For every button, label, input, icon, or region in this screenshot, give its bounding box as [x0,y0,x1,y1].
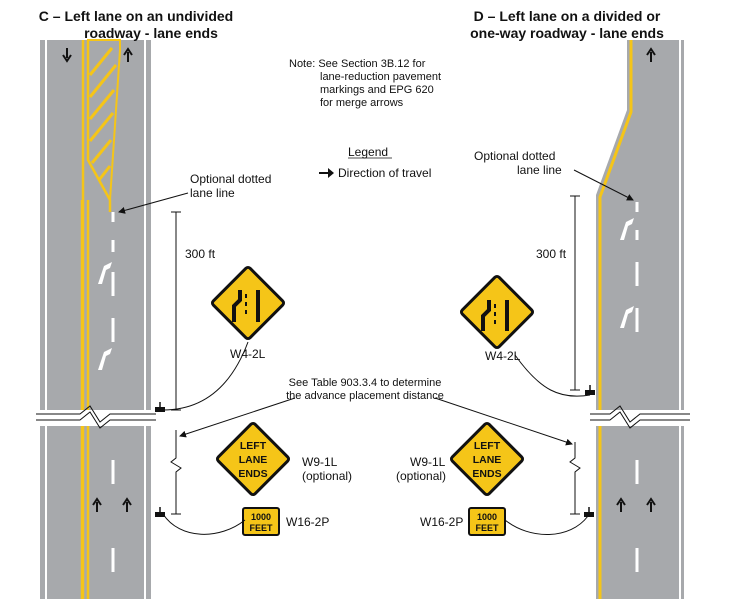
legend: Legend Direction of travel [319,145,431,180]
placement-note-line2: the advance placement distance [286,390,444,402]
right-panel-title-line2: one-way roadway - lane ends [470,25,664,41]
left-callout-line1: Optional dotted [190,172,271,186]
sign-text: LANE [473,454,502,466]
note-block: Note: See Section 3B.12 for lane-reducti… [289,58,441,109]
note-line: lane-reduction pavement [320,71,441,83]
right-w9-label-note: (optional) [396,469,446,483]
legend-item: Direction of travel [338,166,431,180]
sign-post-icon [585,385,595,395]
sign-text: LANE [239,454,268,466]
merge-arrow-icon [620,218,634,240]
merge-arrow-icon [98,262,112,284]
sign-post-icon [155,507,165,517]
right-w9-label: W9-1L [410,455,446,469]
left-callout-line2: lane line [190,186,235,200]
note-line: Note: See Section 3B.12 for [289,58,426,70]
w16-2p-plaque-right: 1000 FEET [468,507,506,536]
direction-of-travel-icon [319,168,334,178]
left-w16-label: W16-2P [286,515,329,529]
direction-arrow-icon [616,47,656,512]
left-panel-title-line2: roadway - lane ends [84,25,218,41]
w9-1l-sign-right: LEFT LANE ENDS [449,421,525,497]
direction-arrow-icon [62,47,133,512]
left-panel-title-line1: C – Left lane on an undivided [39,8,233,24]
right-callout-line1: Optional dotted [474,149,555,163]
sign-post-icon [155,402,165,412]
right-callout-line2: lane line [517,163,562,177]
right-distance-label: 300 ft [536,247,567,261]
plaque-text: FEET [475,523,499,533]
left-w9-label-note: (optional) [302,469,352,483]
plaque-text: 1000 [477,512,497,522]
sign-text: LEFT [474,440,501,452]
sign-post-icon [584,507,594,517]
sign-text: LEFT [240,440,267,452]
w4-2l-sign-right [459,274,535,350]
left-roadway [36,39,156,599]
left-distance-label: 300 ft [185,247,216,261]
plaque-text: 1000 [251,512,271,522]
merge-arrow-icon [98,348,112,370]
right-w16-label: W16-2P [420,515,463,529]
legend-title: Legend [348,145,388,159]
plaque-text: FEET [249,523,273,533]
right-roadway [590,40,690,599]
w9-1l-sign-left: LEFT LANE ENDS [215,421,291,497]
w4-2l-sign-left [210,265,286,341]
merge-arrow-icon [620,306,634,328]
note-line: markings and EPG 620 [320,84,434,96]
w16-2p-plaque-left: 1000 FEET [242,507,280,536]
left-w9-label: W9-1L [302,455,338,469]
note-line: for merge arrows [320,97,404,109]
right-panel-title-line1: D – Left lane on a divided or [474,8,661,24]
sign-text: ENDS [238,468,267,480]
placement-note-line1: See Table 903.3.4 to determine [289,377,442,389]
sign-text: ENDS [472,468,501,480]
right-w4-label: W4-2L [485,349,521,363]
left-w4-label: W4-2L [230,347,266,361]
